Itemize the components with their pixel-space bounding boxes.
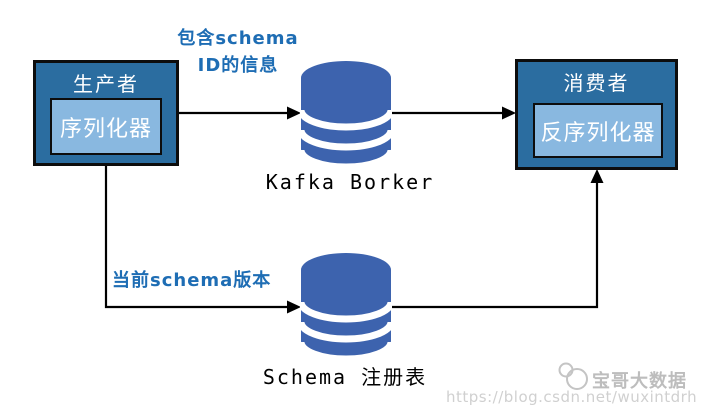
kafka-broker-label: Kafka Borker bbox=[265, 170, 435, 194]
watermark-url: https://blog.csdn.net/wuxintdrh bbox=[446, 388, 698, 406]
annotation-current-schema-version: 当前schema版本 bbox=[112, 270, 272, 291]
arrowhead-producer-to-registry bbox=[287, 300, 301, 314]
annotation-schema-id-message: 包含schema ID的信息 bbox=[168, 25, 308, 79]
edge-registry-to-consumer bbox=[392, 178, 599, 309]
arrowhead-producer-to-broker bbox=[287, 106, 301, 120]
arrowhead-broker-to-consumer bbox=[502, 106, 516, 120]
database-cylinder-icon bbox=[297, 253, 395, 363]
database-cylinder-icon bbox=[297, 61, 395, 171]
consumer-label: 消费者 bbox=[563, 71, 630, 95]
edge-producer-to-registry bbox=[104, 164, 292, 309]
schema-registry-label: Schema 注册表 bbox=[262, 365, 428, 389]
consumer-node: 消费者 反序列化器 bbox=[515, 59, 678, 170]
deserializer-label: 反序列化器 bbox=[540, 120, 656, 146]
kafka-broker-node bbox=[297, 60, 395, 171]
serializer-box: 序列化器 bbox=[50, 98, 162, 155]
deserializer-box: 反序列化器 bbox=[533, 103, 663, 158]
overlapping-circles-icon bbox=[558, 362, 588, 390]
producer-node: 生产者 序列化器 bbox=[33, 60, 179, 166]
watermark-brand: 宝哥大数据 bbox=[592, 371, 687, 392]
annotation-schema-id-line1: 包含schema bbox=[177, 28, 299, 49]
producer-label: 生产者 bbox=[73, 72, 139, 96]
schema-registry-node bbox=[297, 252, 395, 363]
serializer-label: 序列化器 bbox=[59, 116, 152, 142]
annotation-schema-id-line2: ID的信息 bbox=[197, 55, 279, 76]
arrowhead-registry-to-consumer bbox=[590, 169, 604, 183]
